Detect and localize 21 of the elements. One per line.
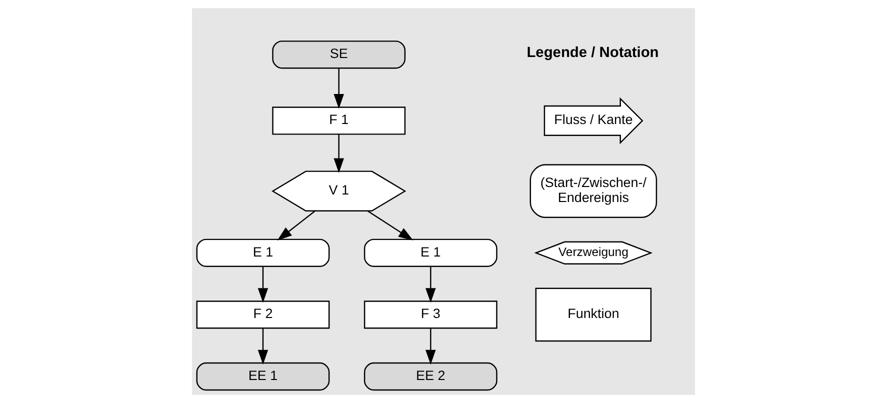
arrow	[276, 210, 315, 241]
node-box: F 2	[196, 300, 330, 329]
arrow	[333, 68, 344, 109]
arrow	[425, 328, 436, 365]
arrow	[333, 134, 344, 173]
node-box: EE 1	[196, 362, 330, 391]
node-box: EE 2	[363, 362, 497, 391]
node-box: F 1	[272, 106, 406, 135]
label: Legende / Notation	[526, 45, 658, 62]
arrow	[257, 266, 268, 303]
legend-label: Funktion	[567, 306, 619, 322]
node-box: E 1	[196, 238, 330, 267]
node-box: E 1	[363, 238, 497, 267]
legend-label: Verzweigung	[558, 244, 628, 259]
arrow	[425, 266, 436, 303]
legend-label: Fluss / Kante	[554, 112, 632, 128]
arrow	[257, 328, 268, 365]
node-box: SE	[272, 40, 406, 69]
legend-label: (Start-/Zwischen-/ Endereignis	[540, 175, 646, 205]
arrow	[367, 210, 413, 240]
node-box: F 3	[363, 300, 497, 329]
